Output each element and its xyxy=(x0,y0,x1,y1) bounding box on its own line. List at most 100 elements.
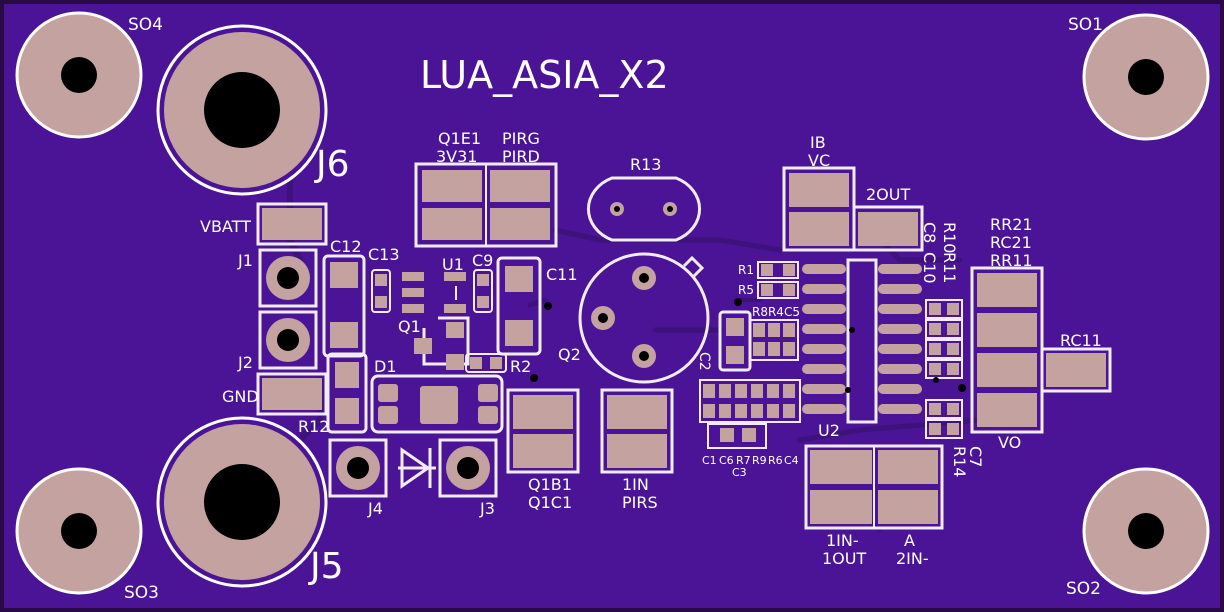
label-r13: R13 xyxy=(630,155,661,174)
label-1in-minus: 1IN- xyxy=(826,531,859,550)
label-2in-minus: 2IN- xyxy=(896,549,929,568)
label-q1b1: Q1B1 xyxy=(528,475,572,494)
label-1in: 1IN xyxy=(622,475,649,494)
label-c8: C8 xyxy=(920,222,939,243)
label-r2: R2 xyxy=(510,357,531,376)
label-d1: D1 xyxy=(374,357,397,376)
label-3v31: 3V31 xyxy=(436,147,477,166)
label-r12: R12 xyxy=(298,417,329,436)
label-c1: C1 xyxy=(702,454,717,467)
label-c3: C3 xyxy=(732,466,747,479)
diode-icon xyxy=(398,447,436,489)
label-c7: C7 xyxy=(966,446,985,467)
label-1out: 1OUT xyxy=(822,549,866,568)
label-vc: VC xyxy=(808,151,830,170)
label-r7: R7 xyxy=(736,454,751,467)
label-c12: C12 xyxy=(330,237,362,256)
component-r13 xyxy=(586,176,702,242)
mounting-hole-so2 xyxy=(1082,467,1210,595)
label-so2: SO2 xyxy=(1066,579,1101,599)
component-u2 xyxy=(802,258,922,424)
label-c2: C2 xyxy=(696,352,712,371)
board-title: LUA_ASIA_X2 xyxy=(420,53,669,97)
label-j6: J6 xyxy=(314,144,350,185)
label-rc21: RC21 xyxy=(990,233,1032,252)
label-c4: C4 xyxy=(784,454,799,467)
label-r14: R14 xyxy=(950,446,969,477)
label-c9: C9 xyxy=(472,251,493,270)
label-r1: R1 xyxy=(738,263,754,277)
vias xyxy=(530,298,966,393)
connector-j5-pad xyxy=(156,416,328,588)
label-rc11: RC11 xyxy=(1060,331,1102,350)
component-r12 xyxy=(326,352,368,434)
label-so3: SO3 xyxy=(124,583,159,603)
label-r10: R10 xyxy=(940,222,959,253)
label-pirg: PIRG xyxy=(502,129,540,148)
mounting-hole-so4 xyxy=(15,11,143,139)
label-u2: U2 xyxy=(818,421,840,440)
mounting-hole-so3 xyxy=(15,467,143,595)
label-vbatt: VBATT xyxy=(200,217,251,236)
label-r11: R11 xyxy=(940,252,959,283)
label-r8r4c5: R8R4C5 xyxy=(752,305,800,319)
label-j4: J4 xyxy=(367,499,383,518)
pad-gnd xyxy=(262,378,322,410)
label-q2: Q2 xyxy=(558,345,581,364)
pad-rc11 xyxy=(1040,347,1112,393)
label-j1: J1 xyxy=(237,251,253,270)
label-so4: SO4 xyxy=(128,15,163,35)
label-r9: R9 xyxy=(752,454,767,467)
connector-j3-outline xyxy=(438,438,498,498)
component-c3 xyxy=(707,423,767,449)
label-vo: VO xyxy=(998,433,1021,452)
pad-gnd-outline xyxy=(256,372,328,416)
connector-j6-pad xyxy=(156,24,328,196)
label-c6: C6 xyxy=(719,454,734,467)
component-r8-r4-c5 xyxy=(749,319,799,361)
label-q1c1: Q1C1 xyxy=(528,493,572,512)
component-q1 xyxy=(414,316,470,370)
connector-j2-outline xyxy=(258,310,318,370)
mounting-hole-so1 xyxy=(1082,13,1210,141)
label-c13: C13 xyxy=(368,245,400,264)
label-gnd: GND xyxy=(222,387,259,406)
label-r5: R5 xyxy=(738,283,754,297)
pad-vbatt xyxy=(262,208,322,240)
component-r5 xyxy=(757,281,799,299)
label-pird: PIRD xyxy=(502,147,540,166)
component-c2 xyxy=(718,310,752,372)
label-q1: Q1 xyxy=(398,317,421,336)
label-c11: C11 xyxy=(546,265,578,284)
component-r1 xyxy=(757,261,799,279)
label-q1e1: Q1E1 xyxy=(438,129,481,148)
label-j2: J2 xyxy=(237,353,253,372)
component-q2 xyxy=(578,252,710,384)
label-r6: R6 xyxy=(768,454,783,467)
pad-vbatt-outline xyxy=(256,202,328,246)
component-row-resistors xyxy=(699,379,801,423)
connector-j4-outline xyxy=(328,438,388,498)
label-so1: SO1 xyxy=(1068,15,1103,35)
label-ib: IB xyxy=(810,133,826,152)
label-pirs: PIRS xyxy=(622,493,658,512)
component-c9 xyxy=(473,269,493,313)
label-u1: U1 xyxy=(442,255,464,274)
component-r2 xyxy=(465,353,507,373)
pad-block-1in xyxy=(600,388,674,474)
label-rr21: RR21 xyxy=(990,215,1033,234)
label-c10: C10 xyxy=(920,252,939,284)
label-j3: J3 xyxy=(479,499,495,518)
label-rr11: RR11 xyxy=(990,251,1033,270)
component-c11 xyxy=(496,256,542,356)
component-d1 xyxy=(370,374,504,434)
component-column-right xyxy=(925,299,963,439)
pad-2out xyxy=(852,205,924,252)
label-a: A xyxy=(904,531,915,550)
component-c13 xyxy=(371,269,391,313)
label-j5: J5 xyxy=(308,546,344,587)
connector-j1-outline xyxy=(258,248,318,308)
label-2out: 2OUT xyxy=(866,185,910,204)
pad-block-q1b1 xyxy=(506,388,580,474)
